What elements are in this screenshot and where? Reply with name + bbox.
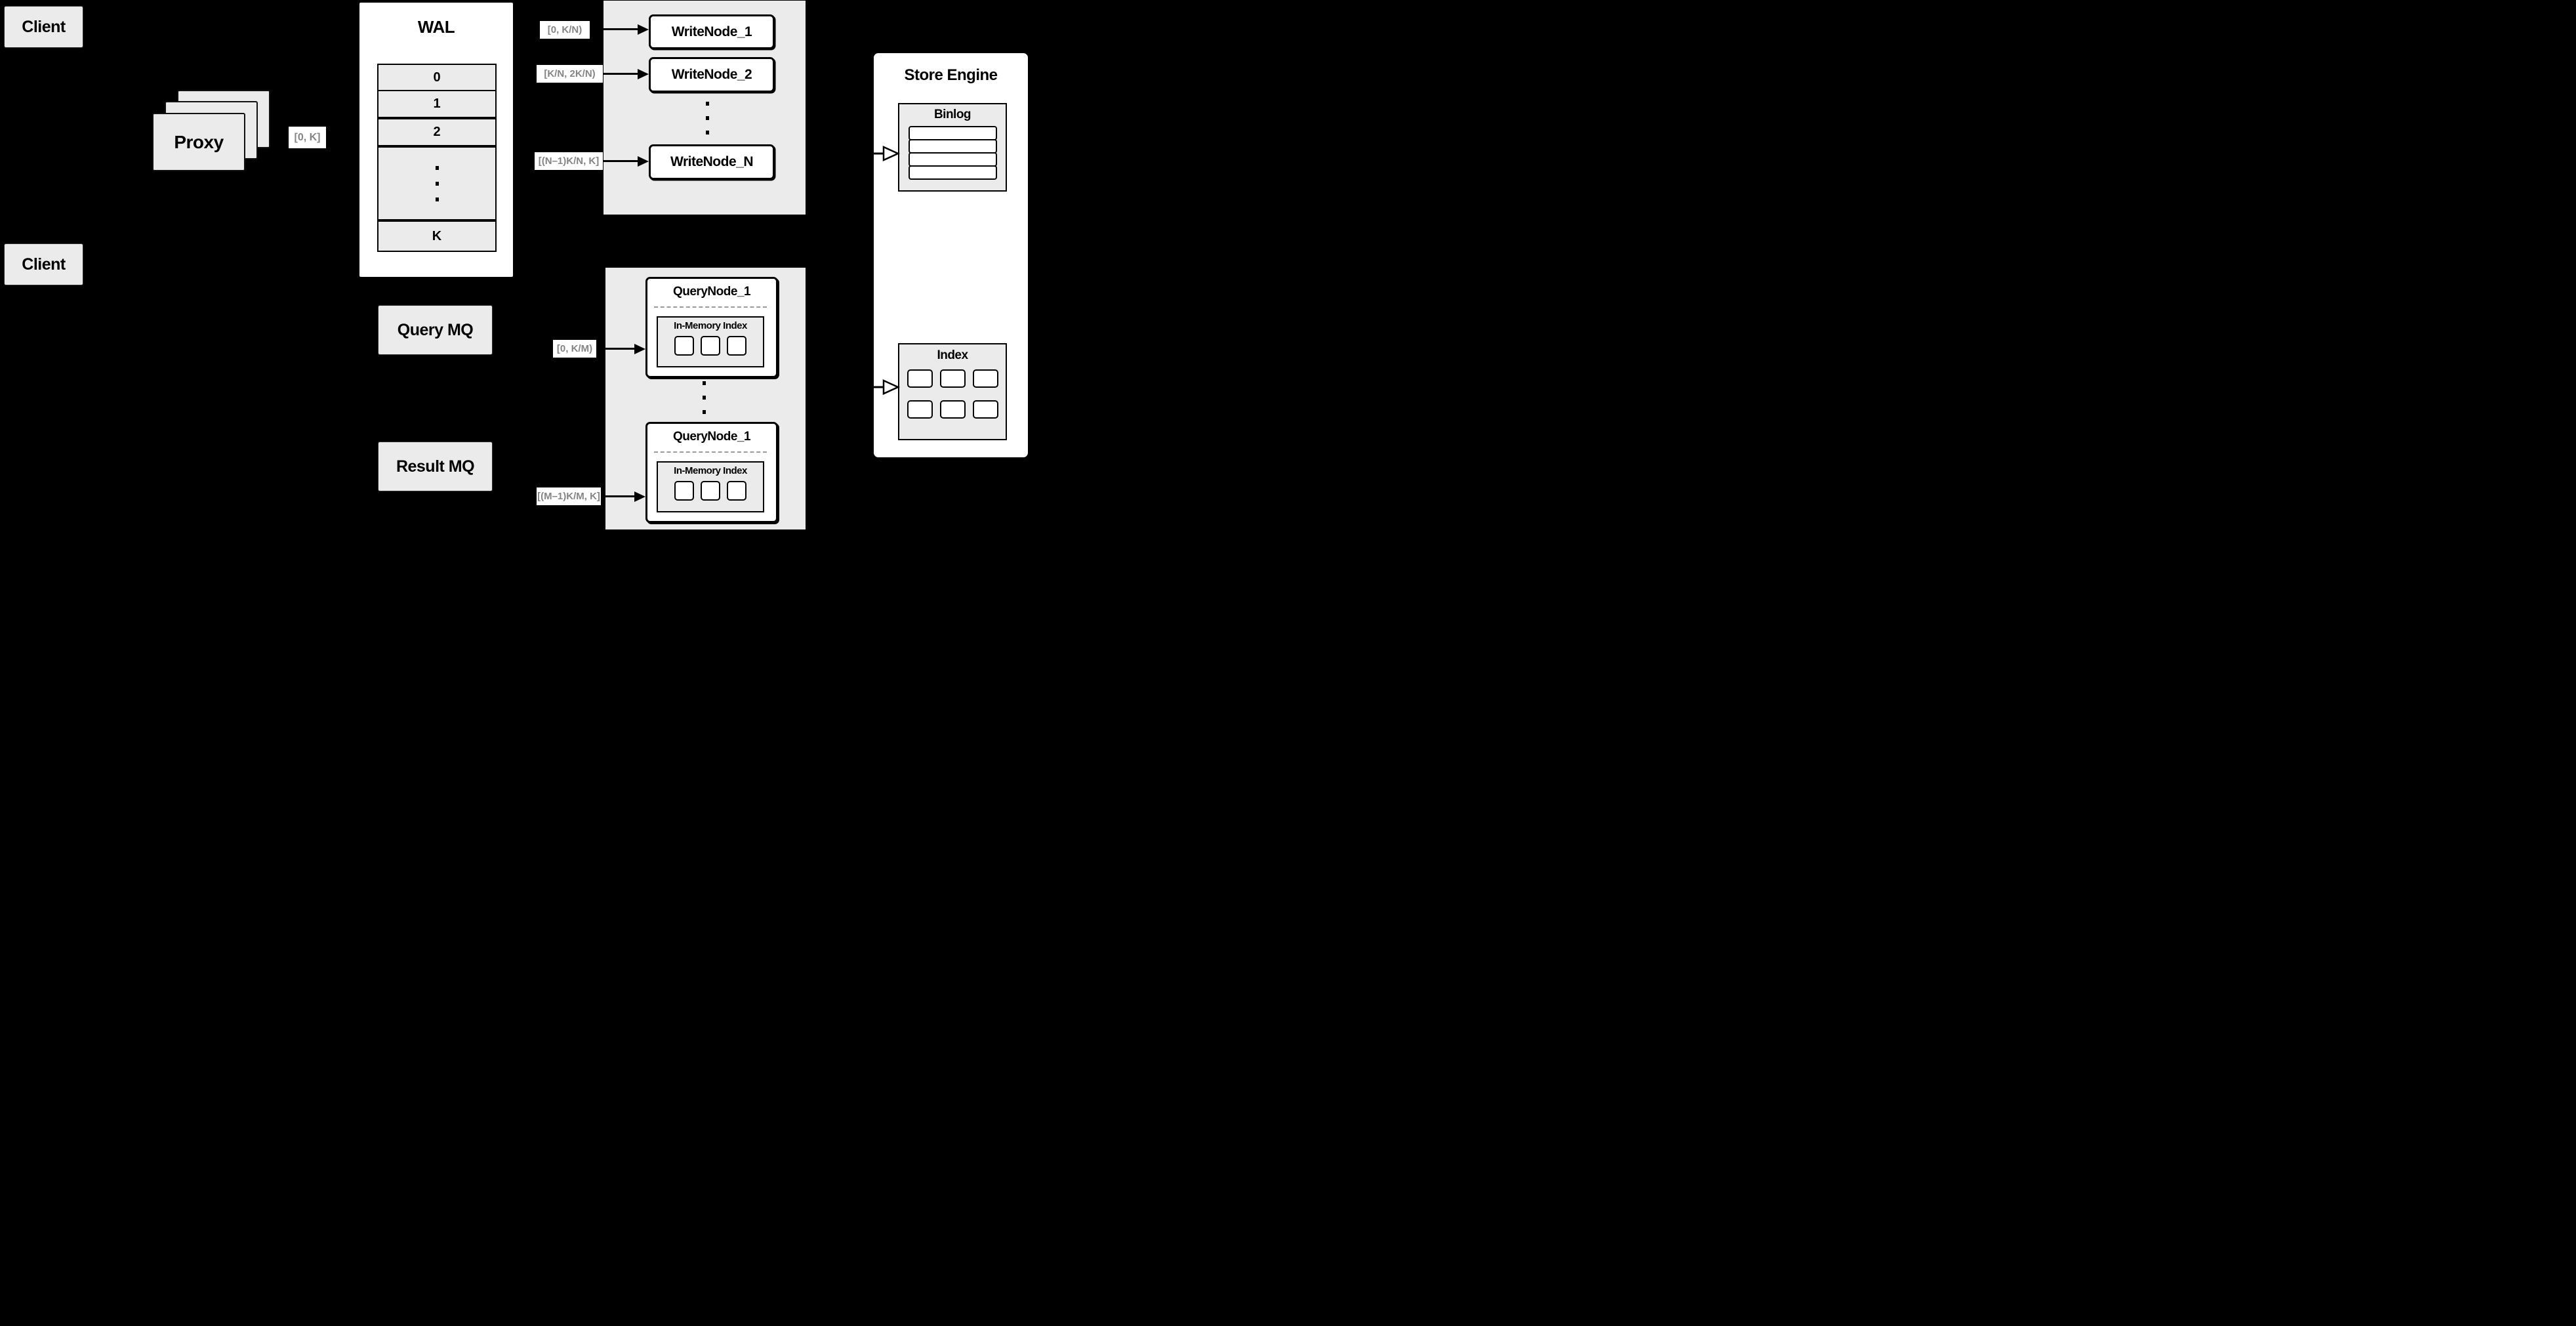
query-node-title: QueryNode_1: [672, 430, 751, 444]
proxy-card-front: Proxy: [152, 113, 245, 171]
vertical-ellipsis-dot: [436, 197, 439, 201]
store-engine-title: Store Engine: [904, 66, 998, 84]
in-memory-index-box: In-Memory Index: [657, 461, 764, 512]
index-cell: [939, 369, 966, 388]
vertical-ellipsis-dot: [706, 131, 709, 135]
index-cell: [907, 400, 933, 419]
memory-cell: [701, 336, 720, 356]
range-label-query-1: [0, K/M): [553, 340, 596, 358]
binlog-row: [908, 126, 997, 140]
index-cell: [972, 400, 998, 419]
index-cells-row: [899, 369, 1006, 388]
write-node-1: WriteNode_1: [649, 14, 775, 49]
write-node-2: WriteNode_2: [649, 57, 775, 93]
wal-table: 0 1 2 K: [377, 64, 497, 253]
in-memory-index-title: In-Memory Index: [674, 465, 747, 476]
in-memory-cells: [658, 481, 763, 501]
binlog-row: [908, 139, 997, 154]
range-label-proxy: [0, K]: [289, 127, 326, 148]
binlog-box: Binlog: [898, 103, 1007, 192]
vertical-ellipsis-dot: [703, 381, 706, 385]
vertical-ellipsis-dot: [706, 102, 709, 106]
result-mq-box: Result MQ: [378, 442, 493, 491]
memory-cell: [674, 336, 694, 356]
vertical-ellipsis-dot: [703, 396, 706, 400]
vertical-ellipsis-dot: [436, 166, 439, 170]
wal-title: WAL: [417, 17, 455, 37]
arrow-right-write-1: [590, 28, 638, 30]
index-cell: [972, 369, 998, 388]
binlog-title: Binlog: [933, 108, 971, 121]
query-mq-box: Query MQ: [378, 305, 493, 355]
in-memory-cells: [658, 336, 763, 356]
store-engine-box: Store Engine Binlog Index: [872, 52, 1029, 459]
client-label: Client: [22, 17, 66, 36]
range-label-write-1: [0, K/N): [540, 21, 590, 39]
architecture-diagram: Client Client Proxy [0, K] WAL 0 1 2 K: [0, 0, 1029, 529]
arrow-right-write-n: [603, 160, 638, 162]
query-node-m: QueryNode_1 In-Memory Index: [645, 422, 778, 523]
binlog-rows: [899, 126, 1006, 180]
index-cell: [939, 400, 966, 419]
index-cells-row: [899, 400, 1006, 419]
wal-segment: 0: [377, 64, 497, 91]
index-cell: [907, 369, 933, 388]
client-box-bottom: Client: [4, 243, 83, 285]
proxy-label: Proxy: [174, 131, 224, 152]
vertical-ellipsis-dot: [703, 410, 706, 414]
wal-segment: K: [377, 220, 497, 252]
index-box: Index: [898, 343, 1007, 440]
memory-cell: [701, 481, 720, 501]
memory-cell: [674, 481, 694, 501]
in-memory-index-box: In-Memory Index: [657, 316, 764, 367]
query-node-1: QueryNode_1 In-Memory Index: [645, 277, 778, 378]
write-node-n: WriteNode_N: [649, 144, 775, 180]
binlog-row: [908, 152, 997, 167]
wal-segment: 2: [377, 118, 497, 146]
hollow-arrow-index: [869, 379, 900, 395]
arrow-right-write-2: [603, 73, 638, 75]
in-memory-index-title: In-Memory Index: [674, 320, 747, 331]
wal-box: WAL 0 1 2 K: [358, 1, 514, 278]
query-node-title: QueryNode_1: [672, 285, 751, 299]
dashed-divider: [654, 306, 767, 308]
wal-segment: 1: [377, 90, 497, 118]
vertical-ellipsis-dot: [436, 182, 439, 186]
client-label: Client: [22, 255, 66, 274]
dashed-divider: [654, 451, 767, 453]
arrow-right-query-m: [601, 495, 634, 497]
range-label-query-m: [(M–1)K/M, K]: [537, 487, 601, 505]
vertical-ellipsis-dot: [706, 116, 709, 120]
wal-segment-ellipsis: [377, 146, 497, 220]
range-label-write-2: [K/N, 2K/N): [537, 65, 603, 83]
arrow-right-query-1: [596, 348, 634, 350]
memory-cell: [727, 481, 746, 501]
index-title: Index: [937, 348, 968, 362]
range-label-write-n: [(N–1)K/N, K]: [535, 152, 603, 170]
binlog-row: [908, 165, 997, 180]
hollow-arrow-binlog: [869, 146, 900, 161]
client-box-top: Client: [4, 6, 83, 48]
memory-cell: [727, 336, 746, 356]
